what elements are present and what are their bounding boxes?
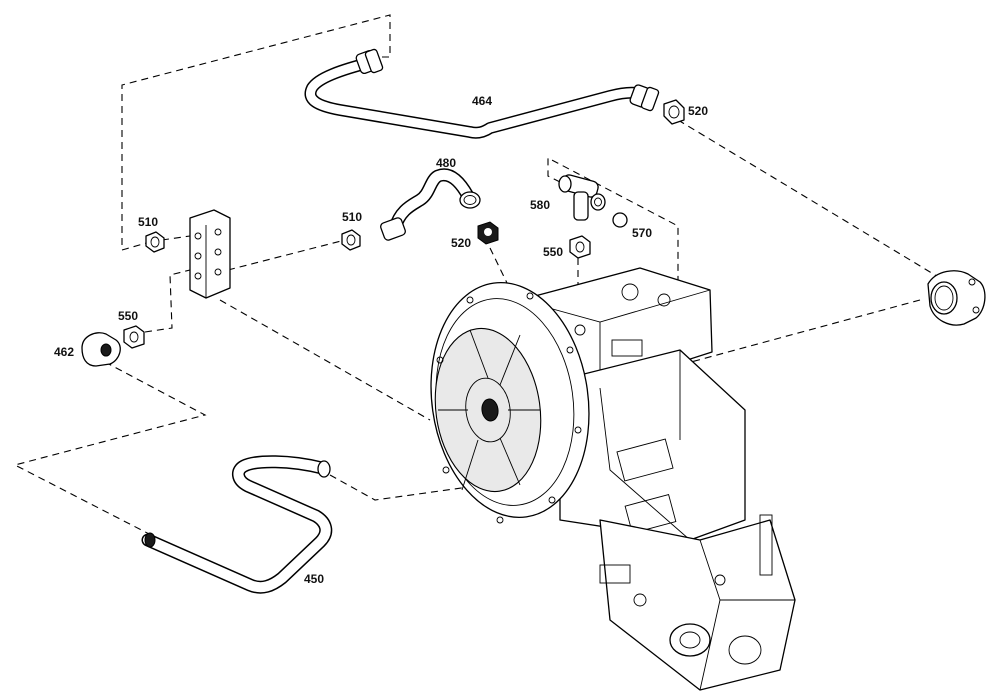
fitting-550-left (123, 325, 145, 349)
fitting-580-tee (558, 174, 606, 221)
label-520-mid: 520 (451, 236, 471, 250)
label-464: 464 (472, 94, 492, 108)
fitting-570-cap (612, 212, 628, 228)
pipe-450 (141, 455, 333, 594)
leader-550-block (144, 269, 191, 333)
part-labels: 464 520 480 580 570 520 550 510 510 550 … (54, 94, 708, 586)
fitting-550-mid (569, 235, 591, 259)
pipe-480 (380, 168, 481, 241)
label-480: 480 (436, 156, 456, 170)
pipe-464 (304, 48, 660, 139)
fitting-510-mid (341, 229, 361, 251)
fitting-520-top (663, 99, 685, 125)
label-520-top: 520 (688, 104, 708, 118)
leader-520-fitting (677, 119, 941, 279)
label-510-left: 510 (138, 215, 158, 229)
leader-block-housing (219, 299, 431, 421)
label-550-mid: 550 (543, 245, 563, 259)
label-450: 450 (304, 572, 324, 586)
fitting-462 (81, 332, 121, 367)
label-462: 462 (54, 345, 74, 359)
label-550-left: 550 (118, 309, 138, 323)
label-570: 570 (632, 226, 652, 240)
leader-lines (13, 14, 941, 538)
leader-462-450 (13, 361, 207, 538)
fitting-right-flange (927, 270, 986, 326)
fitting-520-mid (477, 221, 499, 245)
leader-block-510 (227, 239, 346, 271)
leader-fitting-housing (679, 299, 921, 366)
fitting-510-left (145, 231, 165, 253)
leader-510-block (161, 235, 191, 241)
label-580: 580 (530, 198, 550, 212)
label-510-mid: 510 (342, 210, 362, 224)
leader-464-to-510 (121, 14, 391, 251)
transmission-housing (430, 267, 796, 691)
valve-block (189, 209, 231, 299)
